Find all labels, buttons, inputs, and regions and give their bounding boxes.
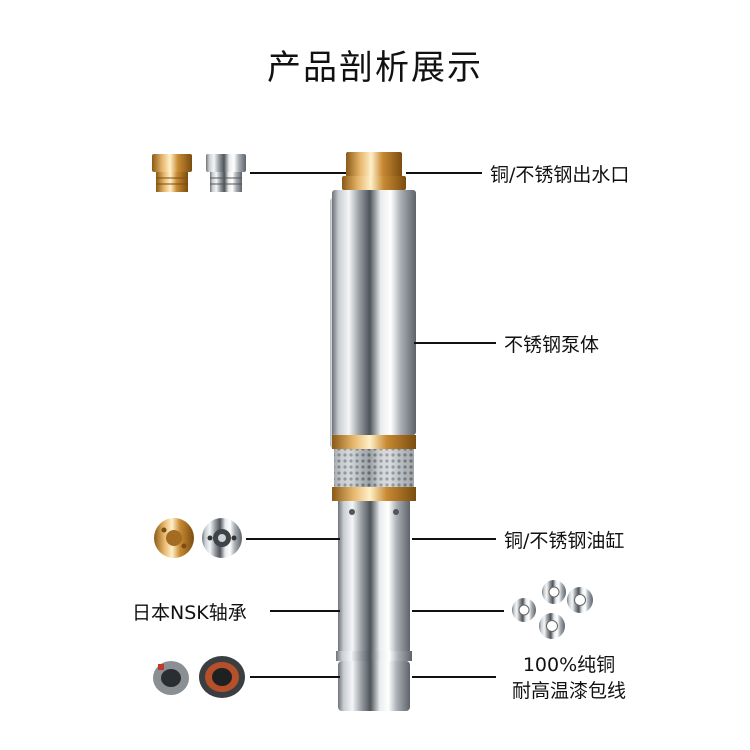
pump-illustration <box>330 152 416 711</box>
pump-body-label: 不锈钢泵体 <box>504 334 600 356</box>
outlet-right-leader-line <box>406 172 482 174</box>
steel-cylinder-icon <box>202 518 242 558</box>
copper-wire-label: 100%纯铜 耐高温漆包线 <box>494 652 644 704</box>
copper-wire-label-line1: 100%纯铜 <box>522 654 616 676</box>
oil-cylinder-label: 铜/不锈钢油缸 <box>504 530 625 552</box>
nsk-bearings-icon <box>512 580 593 639</box>
outlet-label: 铜/不锈钢出水口 <box>490 164 630 186</box>
copper-winding-icon <box>199 656 245 698</box>
bearing-left-leader-line <box>270 610 340 612</box>
steel-outlet-fitting-icon <box>206 154 246 192</box>
body-leader-line <box>414 342 496 344</box>
cylinder-left-leader-line <box>246 538 340 540</box>
stator-core-icon <box>153 661 189 695</box>
copper-wire-label-line2: 耐高温漆包线 <box>511 680 626 702</box>
bearing-label: 日本NSK轴承 <box>132 602 247 624</box>
outlet-left-leader-line <box>250 172 346 174</box>
brass-outlet-fitting-icon <box>152 154 192 192</box>
page-title: 产品剖析展示 <box>267 48 483 88</box>
cylinder-right-leader-line <box>412 538 496 540</box>
brass-cylinder-icon <box>154 518 194 558</box>
copper-left-leader-line <box>250 676 340 678</box>
bearing-right-leader-line <box>412 610 504 612</box>
copper-right-leader-line <box>412 676 496 678</box>
